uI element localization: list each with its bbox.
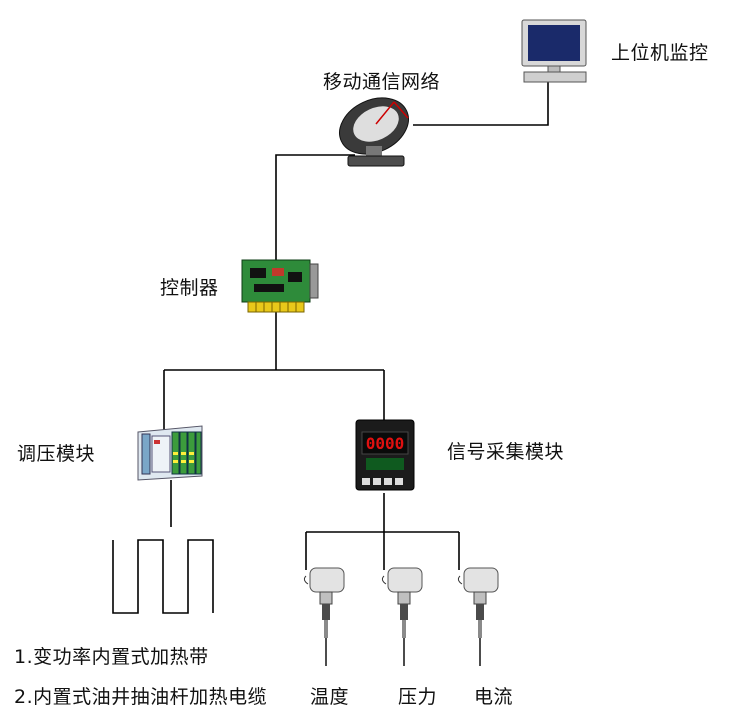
host-monitor-label: 上位机监控	[611, 42, 709, 64]
temperature-label: 温度	[310, 686, 350, 708]
controller-label: 控制器	[160, 277, 219, 299]
signal-module-display: 0000	[366, 434, 405, 453]
mobile-network-label: 移动通信网络	[323, 71, 441, 93]
note-1: 1.变功率内置式加热带	[14, 646, 209, 668]
pressure-sensor-icon	[378, 556, 430, 672]
voltage-module-label: 调压模块	[17, 443, 96, 465]
circuit-board-icon	[240, 258, 322, 320]
current-label: 电流	[474, 686, 514, 708]
pressure-label: 压力	[398, 686, 438, 708]
current-sensor-icon	[454, 556, 506, 672]
monitor-icon	[520, 18, 590, 88]
temperature-sensor-icon	[300, 556, 352, 672]
voltage-module-icon	[132, 424, 208, 486]
signal-module-icon: 0000	[354, 418, 416, 500]
satellite-dish-icon	[332, 88, 420, 174]
signal-module-label: 信号采集模块	[447, 441, 565, 463]
note-2: 2.内置式油井抽油杆加热电缆	[14, 686, 268, 708]
